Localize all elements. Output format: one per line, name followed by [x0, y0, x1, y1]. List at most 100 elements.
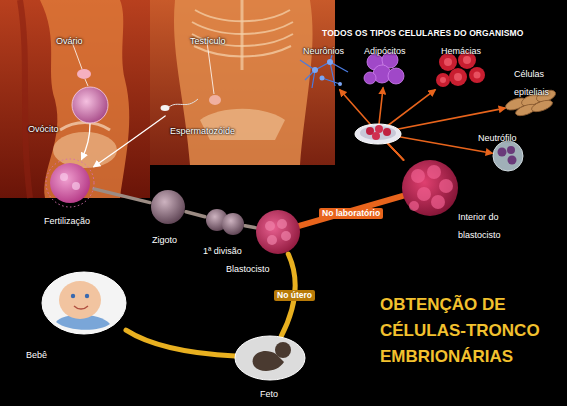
- cell-node: Neurônios: [298, 54, 350, 90]
- art-part: [411, 169, 425, 183]
- text-wrap: Adipócitos: [364, 40, 406, 58]
- text-wrap: Zigoto: [152, 229, 177, 247]
- text-wrap: No laboratório: [319, 202, 383, 220]
- art-part: [72, 182, 80, 190]
- text-wrap: Ovócito: [28, 118, 59, 136]
- cell-node: Fertilização: [46, 159, 94, 207]
- art-part: [209, 95, 221, 105]
- cell-label: Ovócito: [28, 124, 59, 134]
- connector: [126, 330, 235, 356]
- art-part: [305, 55, 340, 88]
- zygote: [151, 190, 185, 224]
- cell-label: Células epiteliais: [514, 69, 549, 97]
- cell-node: Interior do blastocisto: [402, 160, 458, 216]
- connector: [82, 124, 90, 159]
- art-part: [74, 306, 88, 309]
- art-part: [267, 235, 277, 245]
- text-wrap: Células epiteliais: [514, 63, 562, 99]
- art-part: [42, 272, 126, 334]
- text-wrap: Neurônios: [303, 40, 344, 58]
- art-part: [409, 201, 419, 211]
- cell-label: 1ª divisão: [203, 246, 242, 256]
- connector: [186, 212, 205, 217]
- cell-node: Adipócitos: [365, 53, 405, 88]
- fertilization-egg: [46, 159, 94, 207]
- edge-label: No laboratório: [319, 208, 383, 219]
- cell-node: Ovócito: [70, 86, 110, 124]
- art-part: [72, 87, 108, 123]
- baby: [42, 272, 126, 334]
- art-part: [253, 351, 284, 371]
- art-part: [355, 124, 401, 144]
- art-part: [71, 294, 75, 298]
- red-blood-cells: [436, 51, 485, 87]
- art-part: [417, 187, 431, 201]
- petri-dish: [355, 124, 401, 144]
- text-wrap: Neutrófilo: [478, 127, 517, 145]
- connector: [94, 189, 150, 203]
- neurons: [300, 55, 348, 88]
- text-wrap: Blastocisto: [226, 258, 270, 276]
- cell-node: Zigoto: [150, 189, 186, 225]
- cell-node: Hemácias: [435, 52, 485, 90]
- cell-label: Espermatozóide: [170, 126, 235, 136]
- art-part: [277, 219, 287, 229]
- fetus: [235, 336, 305, 380]
- text-wrap: Hemácias: [441, 40, 481, 58]
- art-part: [508, 156, 517, 165]
- art-part: [207, 42, 214, 94]
- adipocytes: [364, 52, 404, 84]
- organ-label: Testículo: [190, 36, 226, 46]
- art-part: [436, 73, 450, 87]
- cell-node: Espermatozóide: [158, 96, 200, 116]
- blastocyst-interior: [402, 160, 458, 216]
- art-part: [383, 128, 391, 136]
- two-cell-embryo: [206, 209, 244, 235]
- art-part: [360, 126, 396, 140]
- art-part: [241, 0, 244, 70]
- text-wrap: No útero: [274, 284, 315, 302]
- art-part: [431, 195, 445, 209]
- cell-label: Interior do blastocisto: [458, 212, 501, 240]
- art-part: [169, 99, 198, 107]
- art-part: [312, 59, 342, 86]
- art-part: [327, 59, 333, 65]
- art-part: [493, 141, 523, 171]
- art-part: [59, 281, 101, 319]
- art-part: [402, 160, 458, 216]
- cell-node: Neutrófilo: [492, 140, 524, 172]
- sperm: [161, 99, 199, 111]
- art-part: [50, 163, 90, 203]
- cell-label: Neurônios: [303, 46, 344, 56]
- art-part: [372, 132, 380, 140]
- connector: [245, 226, 256, 228]
- text-wrap: Feto: [260, 383, 278, 401]
- cell-label: Bebê: [26, 350, 47, 360]
- cell-label: Adipócitos: [364, 46, 406, 56]
- art-part: [449, 68, 467, 86]
- text-wrap: Bebê: [26, 344, 47, 362]
- diagram-title: OBTENÇÃO DE CÉLULAS-TRONCO EMBRIONÁRIAS: [380, 295, 540, 366]
- text-wrap: Interior do blastocisto: [458, 206, 516, 242]
- art-part: [498, 148, 507, 157]
- art-part: [440, 77, 446, 83]
- art-part: [507, 146, 515, 154]
- art-part: [300, 55, 348, 88]
- cell-label: Hemácias: [441, 46, 481, 56]
- art-part: [454, 73, 462, 81]
- art-part: [85, 79, 88, 86]
- organ-label: Ovário: [56, 36, 83, 46]
- art-part: [161, 105, 170, 111]
- art-part: [375, 125, 383, 133]
- art-part: [474, 72, 481, 79]
- art-part: [530, 98, 554, 114]
- text-wrap: Espermatozóide: [170, 120, 235, 138]
- art-part: [40, 0, 129, 198]
- connector: [300, 196, 402, 226]
- blastocyst: [256, 210, 300, 254]
- cell-node: Bebê: [42, 272, 126, 334]
- text-wrap: Fertilização: [44, 210, 90, 228]
- art-part: [300, 60, 348, 72]
